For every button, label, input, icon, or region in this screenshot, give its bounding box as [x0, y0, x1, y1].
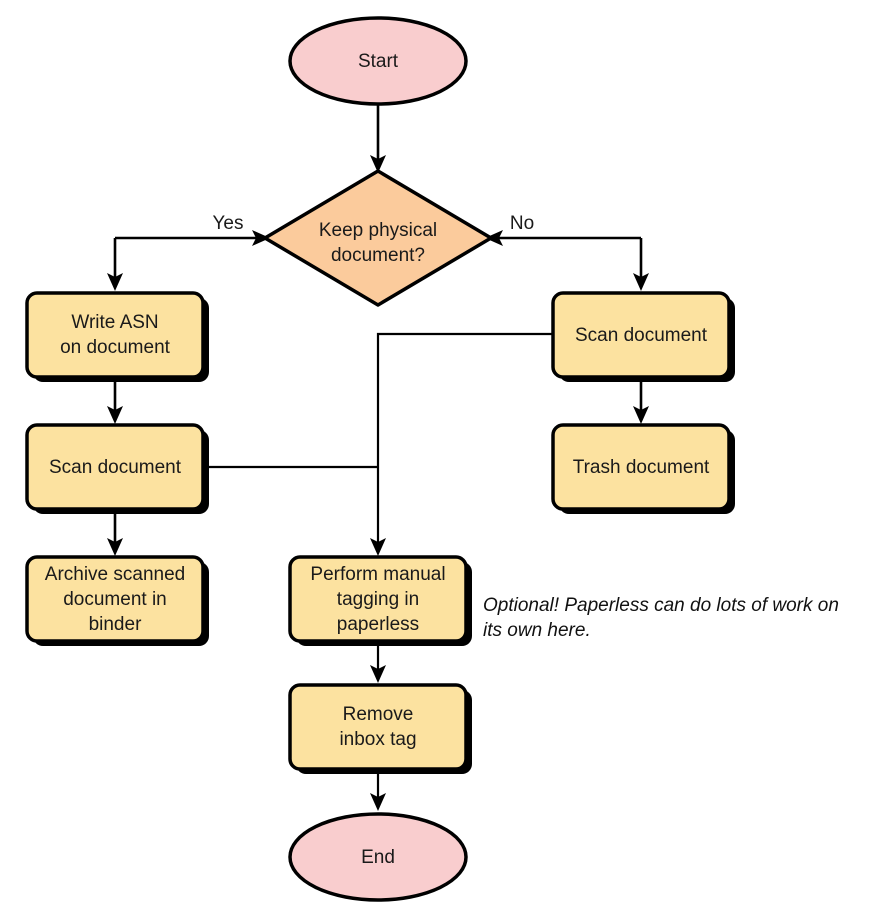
node-perform-manual-tagging-in-paperless[interactable]: Perform manual tagging in paperless — [288, 555, 472, 646]
edge-decision-yes — [107, 230, 270, 291]
node-remove-inbox-label-line1: Remove — [343, 704, 414, 725]
annotation-line-1: Optional! Paperless can do lots of work … — [483, 595, 839, 616]
edge-writeasn-to-scanleft — [107, 379, 123, 424]
node-write-asn-label-line2: on document — [60, 337, 171, 358]
edge-scanright-to-tagging — [376, 332, 553, 545]
edge-tagging-to-removeinbox — [370, 643, 386, 683]
edge-scanleft-to-archive — [107, 511, 123, 556]
node-archive-label-line2: document in — [63, 589, 167, 610]
node-remove-inbox-label-line2: inbox tag — [339, 729, 416, 750]
node-end-label: End — [361, 847, 395, 868]
node-tagging-label-line1: Perform manual — [310, 564, 445, 585]
edge-label-no: No — [510, 213, 534, 234]
annotation-optional-note: Optional! Paperless can do lots of work … — [483, 595, 839, 641]
node-decision-label-line2: document? — [331, 245, 425, 266]
node-trash-document-label: Trash document — [573, 457, 710, 478]
node-archive-scanned-document-in-binder[interactable]: Archive scanned document in binder — [25, 555, 209, 646]
node-decision-label-line1: Keep physical — [319, 220, 437, 241]
annotation-line-2: its own here. — [483, 620, 591, 641]
node-scan-document-right-label: Scan document — [575, 325, 708, 346]
node-scan-document-left-label: Scan document — [49, 457, 182, 478]
node-write-asn-on-document[interactable]: Write ASN on document — [25, 291, 209, 382]
node-write-asn-label-line1: Write ASN — [71, 312, 158, 333]
node-archive-label-line1: Archive scanned — [45, 564, 185, 585]
node-tagging-label-line2: tagging in — [337, 589, 419, 610]
node-archive-label-line3: binder — [89, 614, 142, 635]
node-scan-document-left[interactable]: Scan document — [25, 423, 209, 514]
edge-decision-no — [485, 230, 649, 291]
edge-scanleft-to-tagging — [203, 465, 386, 556]
edge-removeinbox-to-end — [370, 771, 386, 811]
node-start[interactable]: Start — [288, 16, 468, 106]
node-scan-document-right[interactable]: Scan document — [551, 291, 735, 382]
node-tagging-label-line3: paperless — [337, 614, 419, 635]
node-remove-inbox-tag[interactable]: Remove inbox tag — [288, 683, 472, 774]
node-trash-document[interactable]: Trash document — [551, 423, 735, 514]
node-start-label: Start — [358, 51, 399, 72]
node-decision-keep-physical-document[interactable]: Keep physical document? — [263, 169, 493, 307]
edge-start-to-decision — [370, 104, 386, 173]
edge-scanright-to-trash — [633, 379, 649, 424]
edge-label-yes: Yes — [213, 213, 244, 234]
node-end[interactable]: End — [288, 812, 468, 902]
